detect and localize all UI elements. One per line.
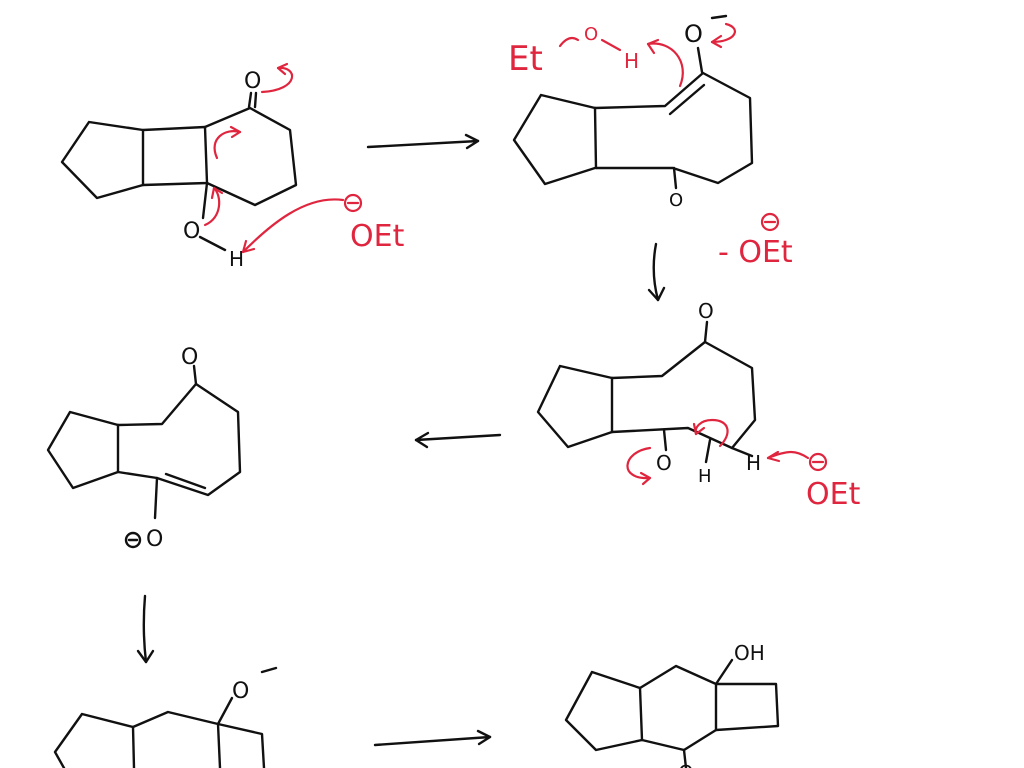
s5-alkoxide-oxygen: O bbox=[232, 679, 249, 704]
s1-arrowhead-1 bbox=[276, 62, 289, 76]
s2-byproduct-label: - OEt bbox=[718, 235, 793, 270]
s1-carbonyl-bond bbox=[247, 91, 253, 109]
s1-negative-charge-circle bbox=[343, 193, 363, 213]
s3-eight-membered-ring bbox=[610, 340, 757, 450]
s3-cyclopentane-ring bbox=[536, 364, 614, 449]
s1-o-h-bond bbox=[198, 235, 227, 252]
s1-arrowhead-3 bbox=[210, 186, 224, 200]
s2-et-o-bond bbox=[558, 36, 580, 48]
s6-cyclopentane-ring bbox=[564, 670, 644, 752]
s2-ethanol-and-arrows: Et O H - OEt bbox=[508, 22, 793, 270]
s4-c-o-minus-bond bbox=[153, 476, 159, 520]
s3-ethoxide-label: OEt bbox=[806, 477, 861, 512]
s1-electron-arrows: OEt bbox=[203, 62, 405, 254]
reaction-arrow-2 bbox=[647, 242, 666, 302]
s2-enolate-oxygen: O bbox=[684, 20, 703, 48]
s4-cyclopentane-ring bbox=[46, 410, 120, 490]
s1-carbonyl-oxygen: O bbox=[244, 69, 261, 94]
reaction-arrow-3 bbox=[414, 431, 502, 449]
s2-ethanol-oxygen: O bbox=[584, 24, 598, 45]
s1-carbonyl-bond-2 bbox=[253, 91, 258, 109]
s6-cyclobutane-ring bbox=[714, 682, 780, 732]
s2-byproduct-charge-circle bbox=[760, 212, 780, 232]
s2-arrowhead-1 bbox=[646, 38, 660, 55]
s3-top-oxygen: O bbox=[698, 299, 714, 323]
s2-arrowhead-2 bbox=[710, 34, 723, 49]
s3-arrowhead-3 bbox=[766, 450, 781, 463]
s1-arrowhead-4 bbox=[241, 239, 256, 254]
s1-cyclopentane-ring bbox=[60, 120, 145, 200]
s5-alkoxide-charge bbox=[260, 666, 278, 674]
reaction-arrow-4 bbox=[136, 594, 155, 664]
s6-bottom-oxygen: O bbox=[678, 761, 694, 768]
s3-top-ketone-bond bbox=[703, 320, 709, 344]
s6-hydroxyl-label: OH bbox=[734, 641, 765, 665]
s1-ethoxide-label: OEt bbox=[350, 219, 405, 254]
structure-6-product-alcohol: OH O bbox=[564, 641, 780, 768]
s3-electron-arrows: OEt bbox=[626, 418, 861, 512]
structure-5-alkoxide: O bbox=[53, 666, 278, 768]
reaction-arrow-1 bbox=[366, 133, 480, 150]
s4-enolate-double-bond bbox=[164, 472, 207, 490]
s3-arrowhead-1 bbox=[692, 422, 706, 436]
structure-4-enolate: O O bbox=[46, 345, 242, 552]
s3-negative-charge-circle bbox=[808, 452, 828, 472]
s4-eight-membered-ring bbox=[116, 382, 242, 497]
s1-cyclobutane-ring bbox=[141, 125, 209, 187]
s4-top-oxygen: O bbox=[181, 345, 198, 370]
s4-enolate-oxygen: O bbox=[146, 527, 163, 552]
s1-cyclohexanone-ring bbox=[203, 106, 298, 207]
s2-eight-membered-ring bbox=[593, 71, 754, 185]
s5-c-o-bond bbox=[216, 696, 234, 726]
s1-arrowhead-2 bbox=[229, 125, 242, 139]
s3-arrow-ch-to-cc bbox=[694, 418, 729, 448]
s2-ketone-oxygen: O bbox=[669, 190, 683, 211]
s2-ethanol-hydrogen: H bbox=[624, 49, 639, 73]
s3-bottom-ketone-bond bbox=[662, 428, 668, 452]
s1-arrow-carbonyl-to-o bbox=[260, 66, 294, 94]
s2-enolate-double-bond bbox=[668, 83, 706, 116]
s1-hydroxyl-hydrogen: H bbox=[229, 247, 244, 271]
s3-beta-hydrogen: H bbox=[746, 451, 761, 475]
s5-cyclobutane-ring bbox=[216, 722, 266, 768]
s2-o-h-bond bbox=[600, 38, 622, 52]
s1-hydroxyl-oxygen: O bbox=[183, 219, 200, 244]
s2-fusion-bond bbox=[593, 106, 598, 170]
s3-c-h-bond-2 bbox=[704, 438, 712, 464]
s3-arrow-co-to-o bbox=[626, 446, 652, 480]
s3-arrowhead-2 bbox=[639, 471, 652, 486]
s3-alpha-hydrogen: H bbox=[698, 466, 712, 487]
structure-3-diketone: O O H H bbox=[536, 299, 761, 487]
s3-c-h-bond bbox=[730, 446, 754, 458]
s1-arrow-bond-shift bbox=[213, 130, 242, 160]
s2-enolate-charge bbox=[710, 14, 728, 20]
s5-cyclopentane-ring bbox=[53, 712, 135, 768]
structure-2-ring-opened-enolate: O O bbox=[512, 14, 754, 211]
s5-middle-ring bbox=[131, 710, 222, 768]
s3-bottom-oxygen: O bbox=[656, 451, 672, 475]
s1-arrow-base-to-h bbox=[241, 198, 345, 254]
reaction-arrow-5 bbox=[373, 729, 492, 747]
s2-cyclopentane-ring bbox=[512, 93, 597, 186]
s6-ketone-bond bbox=[682, 748, 688, 768]
s2-arrow-bond-to-h bbox=[646, 42, 684, 88]
s4-top-ketone-bond bbox=[192, 364, 198, 386]
s4-negative-charge-circle bbox=[124, 531, 142, 549]
structure-1-tricyclic-hydroxy-ketone: O O H bbox=[60, 69, 298, 271]
s5-fusion-bond bbox=[131, 725, 136, 768]
s2-arrow-o-minus bbox=[710, 22, 736, 44]
s2-ethyl-label: Et bbox=[508, 39, 543, 79]
s2-c-o-minus-bond bbox=[696, 46, 704, 74]
s1-c-oh-bond bbox=[201, 181, 209, 220]
s1-arrow-o-to-c bbox=[203, 186, 221, 227]
s6-middle-ring bbox=[638, 664, 718, 752]
s2-ketone-bond bbox=[672, 166, 678, 190]
s6-fusion-bond-1 bbox=[638, 686, 644, 742]
s6-c-oh-bond bbox=[714, 658, 734, 686]
